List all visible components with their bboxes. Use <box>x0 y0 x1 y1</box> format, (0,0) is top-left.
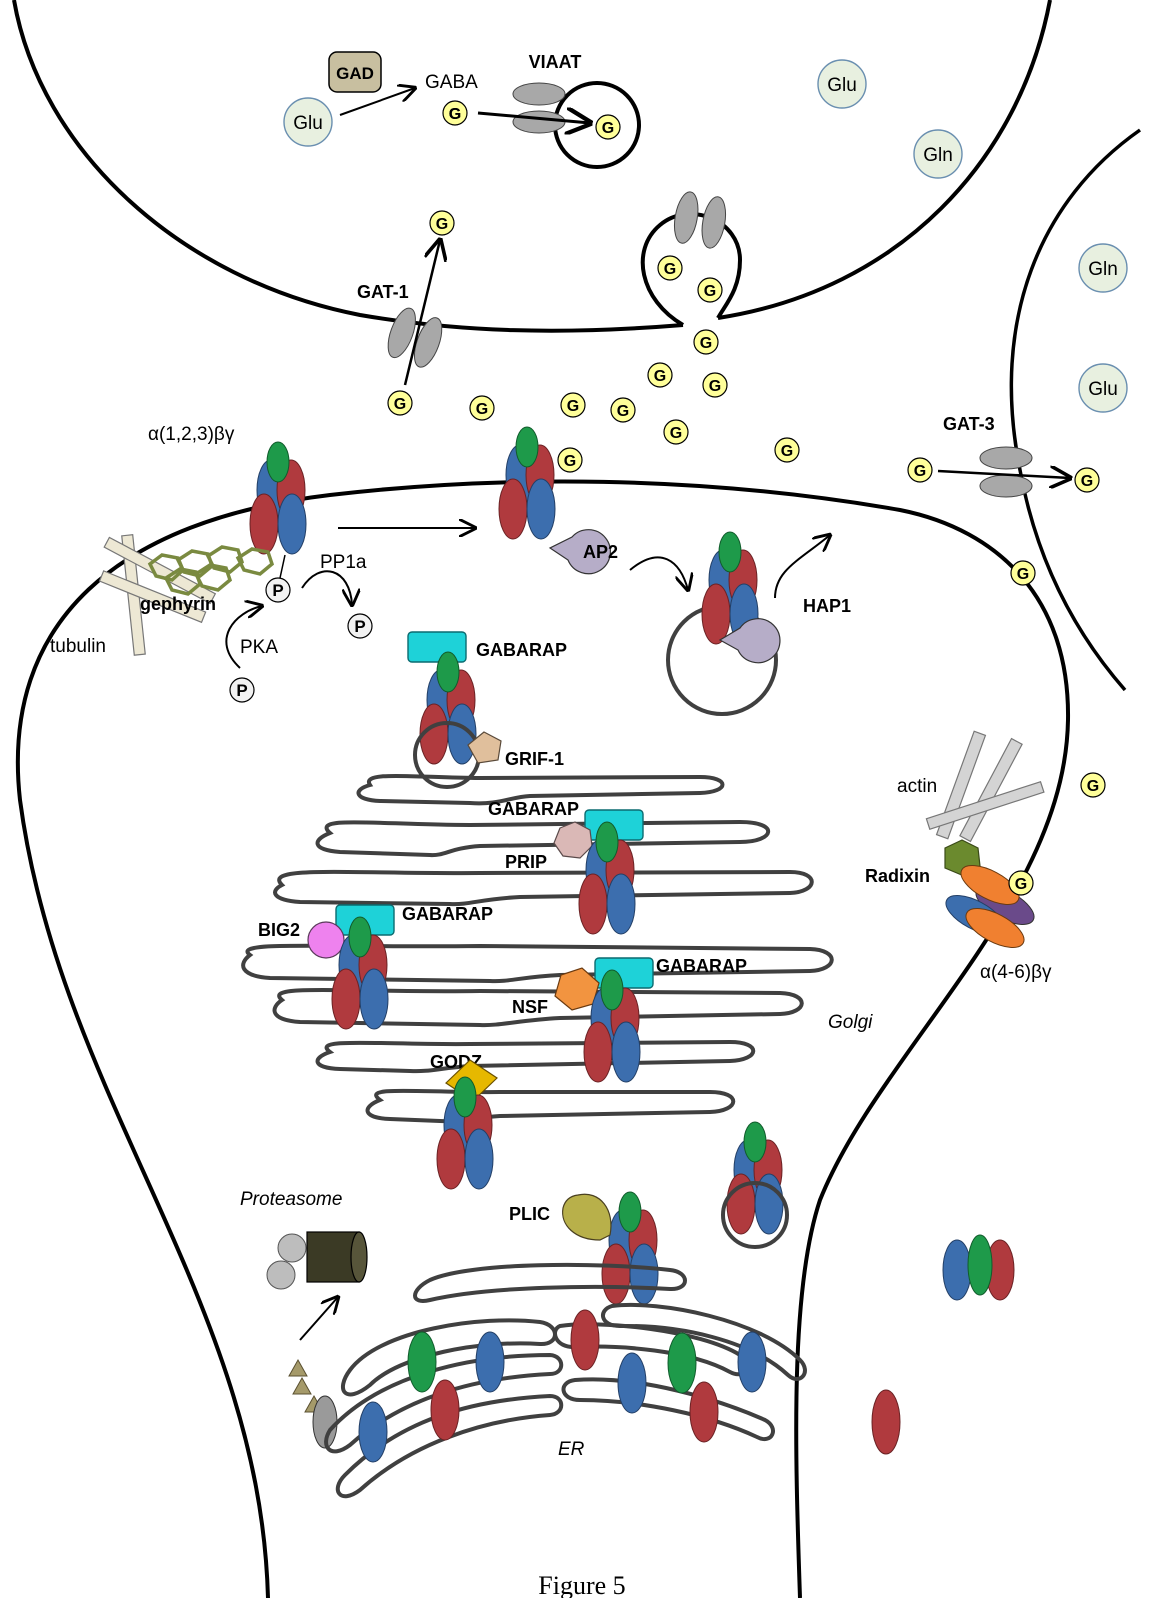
gad-label: GAD <box>336 64 374 83</box>
tubulin-label: tubulin <box>50 636 106 657</box>
svg-text:G: G <box>449 106 461 123</box>
grif1-label: GRIF-1 <box>505 749 564 769</box>
vesicle-viaat-transporter <box>671 190 729 250</box>
gat3-label: GAT-3 <box>943 414 995 434</box>
ap2-label: AP2 <box>583 542 618 562</box>
synaptic-gabaa-receptor <box>250 442 306 554</box>
hap1-label: HAP1 <box>803 596 851 616</box>
figure-caption: Figure 5 <box>538 1571 625 1598</box>
degradation-arrow <box>300 1297 338 1340</box>
gaba-cleft-1 <box>388 391 412 415</box>
big2-label: BIG2 <box>258 920 300 940</box>
phosphate-bound <box>266 578 290 602</box>
gaba-gat3-in <box>908 458 932 482</box>
glu-label-astrocyte: Glu <box>1088 379 1118 400</box>
er-label: ER <box>558 1439 585 1460</box>
gaba-vesicle-b <box>698 278 722 302</box>
plic-label: PLIC <box>509 1204 550 1224</box>
gaba-label: GABA <box>425 72 478 93</box>
gabarap-label-4: GABARAP <box>656 956 747 976</box>
phosphate-free <box>348 614 372 638</box>
internalizing-receptor <box>499 427 555 539</box>
gaba-cleft-6 <box>561 393 585 417</box>
pka-label: PKA <box>240 637 278 658</box>
gat1-label: GAT-1 <box>357 282 409 302</box>
gaba-bound-receptor <box>558 448 582 472</box>
gaba-extrasynaptic-2 <box>1081 773 1105 797</box>
actin-label: actin <box>897 776 937 797</box>
proteasome-complex <box>267 1232 367 1289</box>
gat3-transporter <box>980 447 1032 497</box>
receptor-synaptic-label: α(1,2,3)βγ <box>148 424 235 445</box>
prip-protein <box>554 822 592 858</box>
gaba-cleft-8 <box>664 420 688 444</box>
pp1a-dephosphorylation-arrow <box>302 571 352 605</box>
actin-filaments <box>926 731 1044 841</box>
plic-protein <box>563 1194 611 1240</box>
glu-label-terminal: Glu <box>827 75 857 96</box>
gln-label-astrocyte: Gln <box>1088 259 1118 280</box>
golgi-label: Golgi <box>828 1012 873 1033</box>
gabarap-vesicle <box>408 632 466 662</box>
gaba-cleft-4 <box>703 373 727 397</box>
gaba-gat3-out <box>1075 468 1099 492</box>
gaba-in-vesicle <box>596 115 620 139</box>
receptor-extrasynaptic-label: α(4-6)βγ <box>980 962 1052 983</box>
presynaptic-membrane <box>14 0 1050 331</box>
vesicle-receptor-grif1 <box>420 652 476 764</box>
gaba-extrasynaptic-bound <box>1009 871 1033 895</box>
gaba-cleft-3 <box>648 363 672 387</box>
gaba-cleft-2 <box>694 330 718 354</box>
viaat-label: VIAAT <box>529 52 582 72</box>
gabarap-label-2: GABARAP <box>488 799 579 819</box>
phospho-stalk <box>280 555 285 578</box>
gaba-extrasynaptic-1 <box>1011 561 1035 585</box>
proteasome-label: Proteasome <box>240 1189 342 1210</box>
astrocyte-membrane <box>1011 130 1140 690</box>
gaba-cleft-5 <box>470 396 494 420</box>
gaba-vesicle-a <box>658 256 682 280</box>
gln-label-terminal: Gln <box>923 145 953 166</box>
big2-protein <box>308 922 344 958</box>
gaba-cleft-9 <box>775 438 799 462</box>
gaba-reuptaken <box>430 211 454 235</box>
endoplasmic-reticulum <box>326 1265 805 1496</box>
gabarap-label-3: GABARAP <box>402 904 493 924</box>
pp1a-label: PP1a <box>320 552 367 573</box>
radixin-label: Radixin <box>865 866 930 886</box>
gat1-transporter <box>383 305 448 371</box>
nsf-label: NSF <box>512 997 548 1017</box>
gaba-cleft-7 <box>611 398 635 422</box>
glu-label-presynaptic: Glu <box>293 113 323 134</box>
phosphate-pka <box>230 678 254 702</box>
prip-label: PRIP <box>505 852 547 872</box>
gabarap-label-1: GABARAP <box>476 640 567 660</box>
endocytosis-arrow <box>630 557 688 590</box>
exocytic-receptor <box>727 1122 783 1234</box>
gephyrin-label: gephyrin <box>140 594 216 614</box>
recycling-arrow <box>775 535 830 598</box>
free-subunits <box>872 1235 1014 1454</box>
